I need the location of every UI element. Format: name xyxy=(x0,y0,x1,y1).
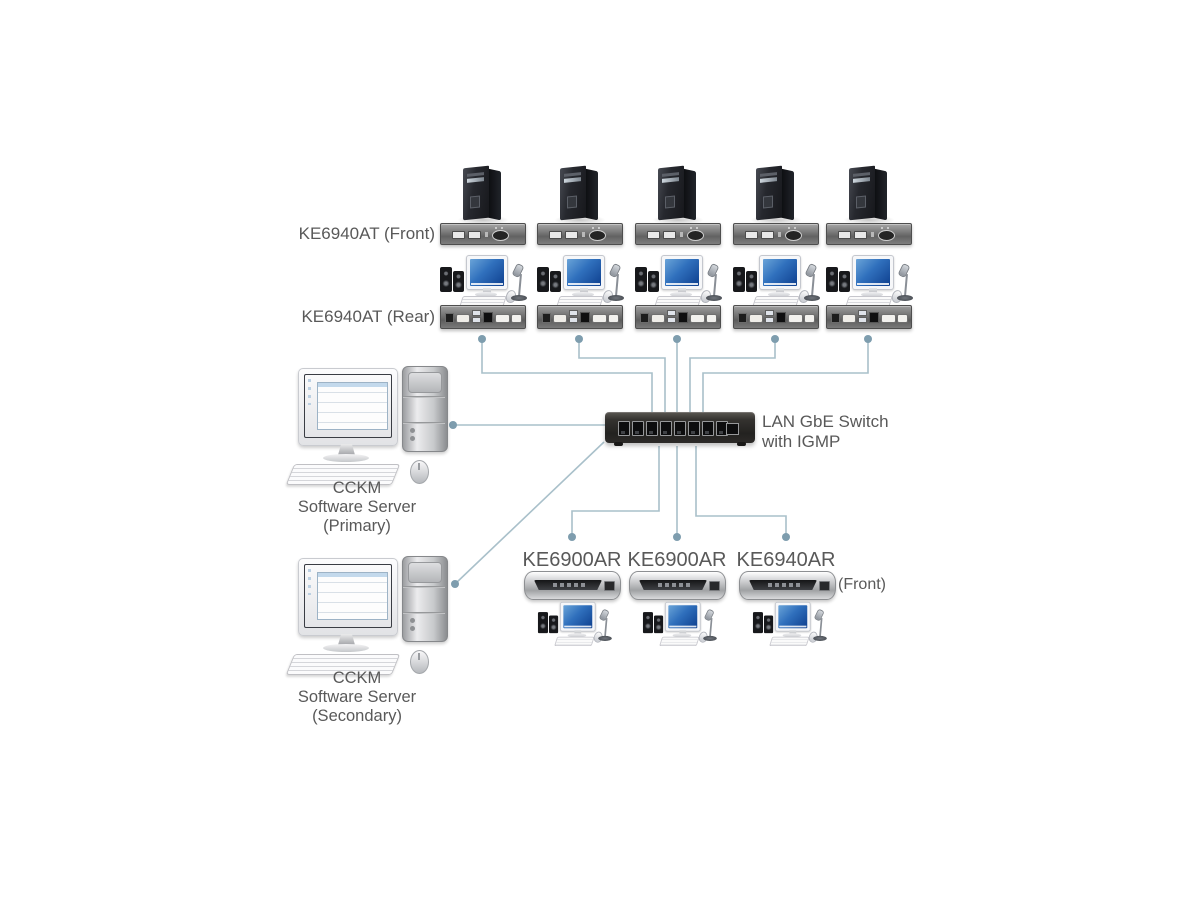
tx-rear-label: KE6940AT (Rear) xyxy=(301,307,435,326)
microphone-icon xyxy=(608,262,622,279)
monitor-icon xyxy=(774,601,811,632)
link-dot xyxy=(771,335,779,343)
link-dot xyxy=(782,533,790,541)
workstation-icon xyxy=(439,254,527,307)
microphone-icon xyxy=(813,608,825,622)
monitor-icon xyxy=(298,558,398,636)
kvm-receiver-icon xyxy=(739,571,836,600)
monitor-icon xyxy=(664,601,701,632)
mouse-icon xyxy=(410,460,429,484)
kvm-transmitter-front-icon xyxy=(440,223,526,245)
keyboard-icon xyxy=(554,636,595,647)
link-switch-rx3 xyxy=(695,446,787,534)
speakers-icon xyxy=(752,612,764,634)
speakers-icon xyxy=(733,267,745,292)
secondary-server-label: CCKM Software Server (Secondary) xyxy=(297,669,417,725)
microphone-icon xyxy=(703,608,715,622)
monitor-icon xyxy=(759,255,801,290)
desktop-computer-icon xyxy=(285,556,450,678)
link-dot xyxy=(673,533,681,541)
kvm-transmitter-rear-icon xyxy=(826,305,912,329)
monitor-icon xyxy=(852,255,894,290)
receiver-label-3: KE6940AR xyxy=(736,549,836,571)
link-tx5-switch xyxy=(702,340,869,412)
keyboard-icon xyxy=(769,636,810,647)
speakers-icon xyxy=(826,267,838,292)
tower-server-icon xyxy=(750,165,802,225)
uplink-port-icon xyxy=(726,423,739,435)
monitor-icon xyxy=(563,255,605,290)
network-switch-icon xyxy=(605,412,755,446)
link-tx4-switch xyxy=(689,340,776,412)
kvm-receiver-icon xyxy=(629,571,726,600)
keyboard-icon xyxy=(659,636,700,647)
receiver-label-1: KE6900AR xyxy=(522,549,622,571)
speakers-icon xyxy=(537,267,549,292)
workstation-icon xyxy=(536,254,624,307)
tower-server-icon xyxy=(652,165,704,225)
kvm-receiver-icon xyxy=(524,571,621,600)
kvm-transmitter-rear-icon xyxy=(440,305,526,329)
tx-front-label: KE6940AT (Front) xyxy=(298,224,435,243)
link-dot xyxy=(451,580,459,588)
microphone-icon xyxy=(897,262,911,279)
monitor-icon xyxy=(466,255,508,290)
link-dot xyxy=(449,421,457,429)
link-tx2-switch xyxy=(578,340,666,412)
workstation-icon xyxy=(537,601,612,647)
speakers-icon xyxy=(537,612,549,634)
microphone-icon xyxy=(706,262,720,279)
workstation-icon xyxy=(732,254,820,307)
microphone-icon xyxy=(598,608,610,622)
speakers-icon xyxy=(635,267,647,292)
link-dot xyxy=(673,335,681,343)
kvm-transmitter-front-icon xyxy=(733,223,819,245)
kvm-transmitter-front-icon xyxy=(537,223,623,245)
link-dot xyxy=(478,335,486,343)
kvm-transmitter-rear-icon xyxy=(635,305,721,329)
link-dot xyxy=(575,335,583,343)
switch-label: LAN GbE Switch with IGMP xyxy=(762,412,889,452)
receiver-label-2: KE6900AR xyxy=(627,549,727,571)
switch-label-line1: LAN GbE Switch xyxy=(762,412,889,431)
workstation-icon xyxy=(825,254,913,307)
switch-ports xyxy=(618,421,728,436)
monitor-icon xyxy=(661,255,703,290)
tower-server-icon xyxy=(843,165,895,225)
desktop-computer-icon xyxy=(285,366,450,488)
workstation-icon xyxy=(752,601,827,647)
speakers-icon xyxy=(642,612,654,634)
link-switch-rx1 xyxy=(571,446,660,534)
link-dot xyxy=(568,533,576,541)
link-dot xyxy=(864,335,872,343)
mouse-icon xyxy=(410,650,429,674)
switch-label-line2: with IGMP xyxy=(762,432,841,451)
tower-server-icon xyxy=(554,165,606,225)
microphone-icon xyxy=(804,262,818,279)
kvm-transmitter-rear-icon xyxy=(733,305,819,329)
tower-server-icon xyxy=(457,165,509,225)
link-tx1-switch xyxy=(481,340,653,412)
microphone-icon xyxy=(511,262,525,279)
primary-server-label: CCKM Software Server (Primary) xyxy=(297,479,417,535)
kvm-transmitter-front-icon xyxy=(826,223,912,245)
workstation-icon xyxy=(642,601,717,647)
workstation-icon xyxy=(634,254,722,307)
kvm-transmitter-rear-icon xyxy=(537,305,623,329)
receiver-front-suffix: (Front) xyxy=(838,576,886,593)
monitor-icon xyxy=(559,601,596,632)
kvm-transmitter-front-icon xyxy=(635,223,721,245)
speakers-icon xyxy=(440,267,452,292)
monitor-icon xyxy=(298,368,398,446)
